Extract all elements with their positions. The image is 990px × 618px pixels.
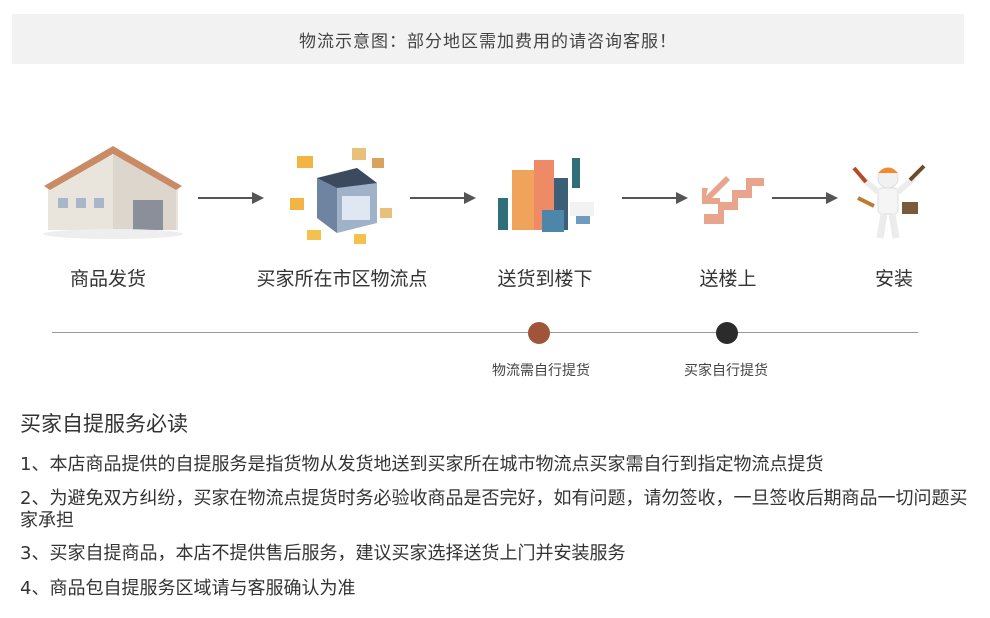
note-item: 1、本店商品提供的自提服务是指货物从发货地送到买家所在城市物流点买家需自行到指定… — [20, 454, 824, 475]
step-label-upstairs: 送楼上 — [699, 268, 757, 290]
arrow-right-icon — [772, 192, 838, 204]
warehouse-icon — [38, 140, 188, 240]
note-item: 3、买家自提商品，本店不提供售后服务，建议买家选择送货上门并安装服务 — [20, 543, 626, 564]
city-buildings-icon — [492, 150, 602, 240]
step-label-city-hub: 买家所在市区物流点 — [256, 268, 428, 290]
arrow-right-icon — [622, 192, 688, 204]
timeline-marker-label: 物流需自行提货 — [492, 363, 590, 379]
step-label-ship: 商品发货 — [69, 268, 147, 290]
timeline-marker-buyer-pickup — [716, 322, 738, 344]
stairs-up-icon — [700, 168, 770, 228]
logistics-hub-icon — [282, 138, 397, 248]
step-label-downstairs: 送货到楼下 — [497, 268, 593, 290]
timeline-line — [52, 332, 918, 333]
arrow-right-icon — [198, 192, 264, 204]
note-item: 4、商品包自提服务区域请与客服确认为准 — [20, 578, 356, 599]
timeline-marker-logistics-pickup — [528, 322, 550, 344]
notice-banner: 物流示意图：部分地区需加费用的请咨询客服！ — [12, 14, 964, 64]
step-label-install: 安装 — [874, 268, 914, 290]
note-item: 2、为避免双方纠纷，买家在物流点提货时务必验收商品是否完好，如有问题，请勿签收，… — [20, 488, 968, 531]
timeline-marker-label: 买家自行提货 — [684, 363, 768, 379]
banner-text: 物流示意图：部分地区需加费用的请咨询客服！ — [299, 31, 677, 52]
installer-worker-icon — [848, 158, 928, 243]
notes-title: 买家自提服务必读 — [20, 412, 188, 436]
arrow-right-icon — [410, 192, 476, 204]
